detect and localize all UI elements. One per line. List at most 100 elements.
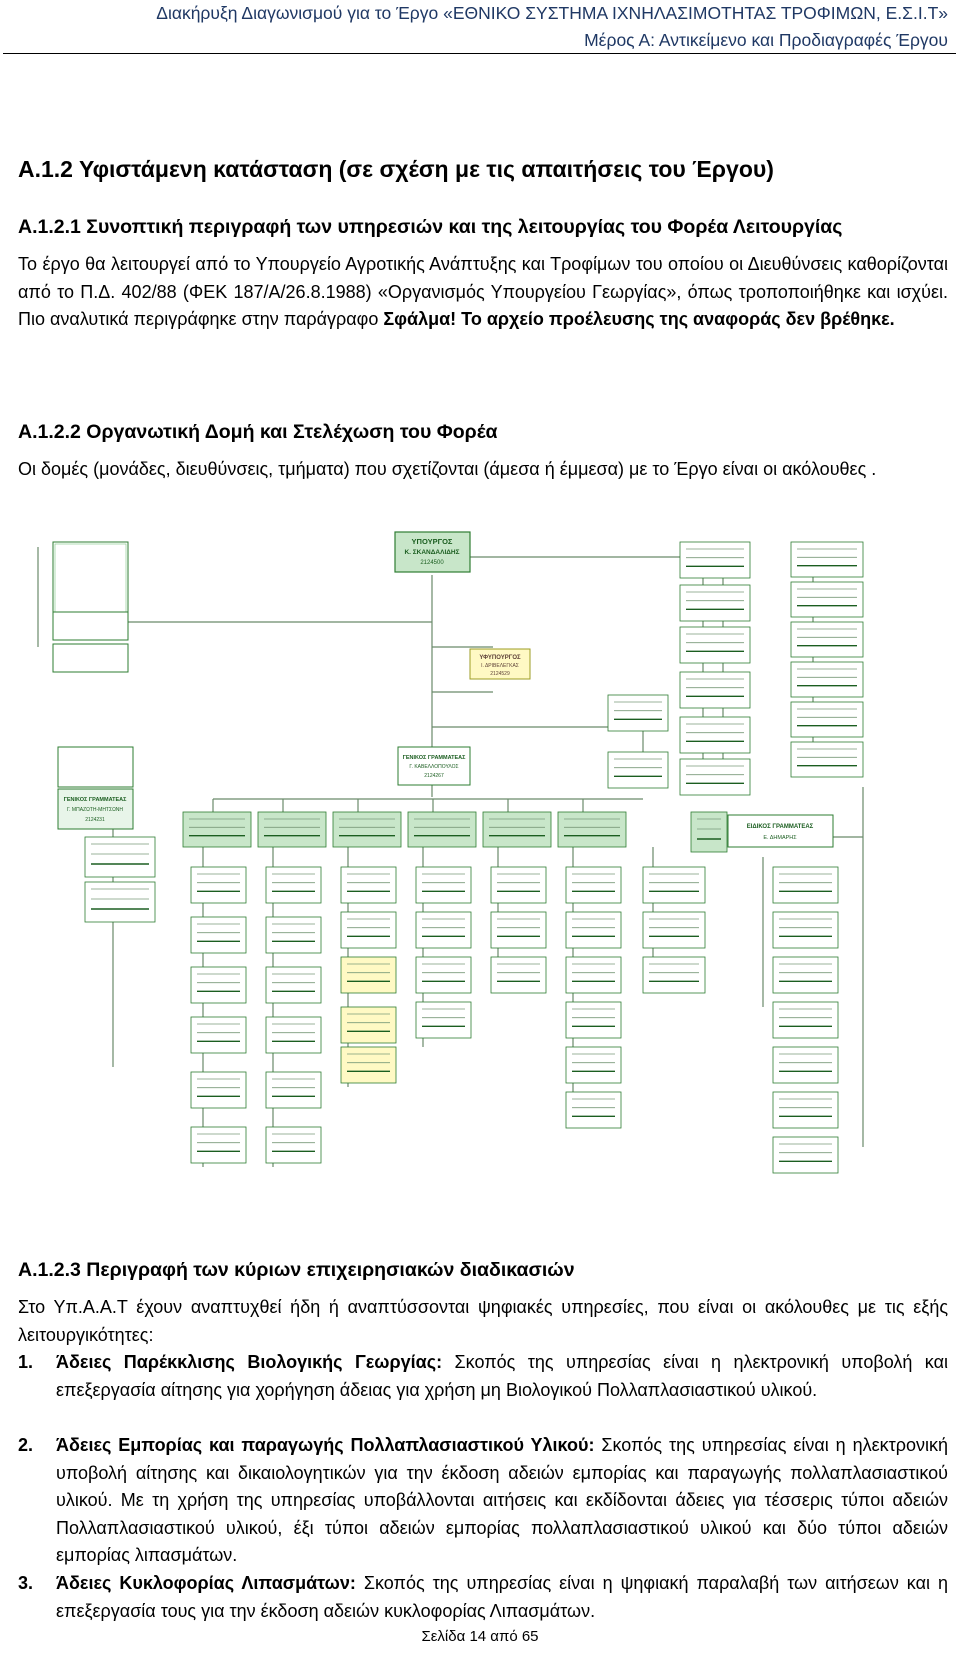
document-header-subtitle: Μέρος Α: Αντικείμενο και Προδιαγραφές Έρ… [584, 30, 948, 50]
org-box-general-directorate-5 [557, 811, 627, 848]
org-box-directorate-3-3 [415, 1001, 472, 1039]
org-box-directorate-5-2 [565, 956, 622, 994]
org-box-general-directorate-0 [182, 811, 252, 848]
org-box-directorate-right-0 [790, 541, 864, 578]
org-box-directorate-5-0 [565, 866, 622, 904]
org-box-office-center-1 [607, 751, 669, 789]
org-box-office-left-1 [52, 541, 129, 623]
org-box-special-directorate-b-5 [772, 1091, 839, 1129]
list-item: 3. Άδειες Κυκλοφορίας Λιπασμάτων: Σκοπός… [18, 1570, 948, 1625]
org-box-office-right-3 [679, 671, 751, 709]
reference-error-text: Σφάλμα! Το αρχείο προέλευσης της αναφορά… [383, 309, 895, 330]
org-box-directorate-1-3 [265, 1016, 322, 1054]
section-a122-paragraph: Οι δομές (μονάδες, διευθύνσεις, τμήματα)… [18, 459, 877, 479]
header-divider [3, 53, 956, 54]
org-box-directorate-0-1 [190, 916, 247, 954]
org-box-office-right-4 [679, 716, 751, 754]
org-department-boxes [84, 541, 864, 1174]
org-box-minister: ΥΠΟΥΡΓΟΣ Κ. ΣΚΑΝΔΑΛΙΔΗΣ 2124500 [394, 531, 471, 573]
section-a121-paragraph: Το έργο θα λειτουργεί από το Υπουργείο Α… [18, 251, 948, 334]
org-box-directorate-2-2 [340, 956, 397, 994]
deputy-name: Ι. ΔΡΙΒΕΛΕΓΚΑΣ [481, 663, 519, 669]
special-sec-title: ΕΙΔΙΚΟΣ ΓΡΑΜΜΑΤΕΑΣ [747, 824, 814, 830]
org-box-directorate-1-2 [265, 966, 322, 1004]
org-box-special-secretary: ΕΙΔΙΚΟΣ ΓΡΑΜΜΑΤΕΑΣ Ε. ΔΗΜΑΡΗΣ [727, 814, 834, 848]
org-box-directorate-0-0 [190, 866, 247, 904]
org-box-directorate-4-2 [490, 956, 547, 994]
deputy-title: ΥΦΥΠΟΥΡΓΟΣ [479, 655, 521, 661]
list-item: 1. Άδειες Παρέκκλισης Βιολογικής Γεωργία… [18, 1349, 948, 1404]
org-box-directorate-0-2 [190, 966, 247, 1004]
sec-agri-title: ΓΕΝΙΚΟΣ ΓΡΑΜΜΑΤΕΑΣ [64, 797, 128, 803]
org-box-directorate-5-1 [565, 911, 622, 949]
org-box-directorate-5-3 [565, 1001, 622, 1039]
org-box-office-center-0 [607, 694, 669, 732]
org-box-directorate-1-5 [265, 1126, 322, 1164]
org-box-general-directorate-4 [482, 811, 552, 848]
org-box-directorate-1-0 [265, 866, 322, 904]
org-box-office-right-0 [679, 541, 751, 579]
org-box-special-directorate-b-1 [772, 911, 839, 949]
list-item-number: 2. [18, 1435, 34, 1455]
org-box-directorate-3-0 [415, 866, 472, 904]
org-box-directorate-4-0 [490, 866, 547, 904]
org-box-directorate-right-5 [790, 741, 864, 778]
org-box-directorate-3-1 [415, 911, 472, 949]
org-box-office-right-5 [679, 758, 751, 796]
org-box-special-directorate-b-2 [772, 956, 839, 994]
org-chart-diagram: ΥΠΟΥΡΓΟΣ Κ. ΣΚΑΝΔΑΛΙΔΗΣ 2124500 ΥΦΥΠΟΥΡΓ… [37, 531, 864, 1174]
org-box-directorate-right-1 [790, 581, 864, 618]
deputy-phone: 2124529 [490, 671, 510, 677]
list-item-number: 1. [18, 1352, 34, 1372]
org-box-directorate-right-3 [790, 661, 864, 698]
page-number: Σελίδα 14 από 65 [421, 1628, 539, 1645]
org-box-office-left-2 [52, 611, 129, 641]
org-box-directorate-right-2 [790, 621, 864, 658]
document-header-title: Διακήρυξη Διαγωνισμού για το Έργο «ΕΘΝΙΚ… [156, 3, 948, 23]
org-box-directorate-0-3 [190, 1016, 247, 1054]
org-box-directorate-2-1 [340, 911, 397, 949]
org-box-special-directorate-a-2 [642, 956, 706, 994]
section-a121-text: Το έργο θα λειτουργεί από το Υπουργείο Α… [18, 254, 948, 330]
org-box-directorate-0-4 [190, 1071, 247, 1109]
org-box-directorate-1-4 [265, 1071, 322, 1109]
org-box-special-directorate-b-0 [772, 866, 839, 904]
section-a121-heading: Α.1.2.1 Συνοπτική περιγραφή των υπηρεσιώ… [18, 216, 843, 238]
org-box-directorate-5-5 [565, 1091, 622, 1129]
list-item-title: Άδειες Παρέκκλισης Βιολογικής Γεωργίας: [56, 1352, 443, 1372]
list-item-text: Σκοπός της υπηρεσίας είναι η ηλεκτρονική… [56, 1352, 948, 1400]
org-box-special-directorate-b-4 [772, 1046, 839, 1084]
org-box-directorate-1-1 [265, 916, 322, 954]
org-box-agri-general-secretariat: ΓΕΝΙΚΟΣ ΓΡΑΜΜΑΤΕΑΣ Γ. ΜΠΑΖΩΤΗ-ΜΗΤΣΩΝΗ 21… [57, 746, 134, 830]
org-box-agri-directorate-1 [84, 881, 156, 923]
minister-name: Κ. ΣΚΑΝΔΑΛΙΔΗΣ [404, 549, 459, 556]
list-item-title: Άδειες Εμπορίας και παραγωγής Πολλαπλασι… [56, 1435, 595, 1455]
org-box-directorate-2-3 [340, 1006, 397, 1044]
section-a12-heading: Α.1.2 Υφιστάμενη κατάσταση (σε σχέση με … [18, 156, 774, 182]
org-box-general-directorate-2 [332, 811, 402, 848]
org-box-deputy-minister: ΥΦΥΠΟΥΡΓΟΣ Ι. ΔΡΙΒΕΛΕΓΚΑΣ 2124529 [469, 648, 531, 680]
list-item: 2. Άδειες Εμπορίας και παραγωγής Πολλαπλ… [18, 1432, 948, 1570]
list-item-title: Άδειες Κυκλοφορίας Λιπασμάτων: [56, 1573, 356, 1593]
org-box-general-directorate-3 [407, 811, 477, 848]
list-item-text: Σκοπός της υπηρεσίας είναι η ψηφιακή παρ… [56, 1573, 948, 1621]
org-box-office-right-2 [679, 626, 751, 664]
sec-general-title: ΓΕΝΙΚΟΣ ΓΡΑΜΜΑΤΕΑΣ [403, 755, 467, 761]
sec-general-name: Γ. ΚΑΒΕΛΛΟΠΟΥΛΟΣ [409, 764, 458, 770]
list-item-number: 3. [18, 1573, 34, 1593]
org-box-special-directorate-b-3 [772, 1001, 839, 1039]
org-box-office-left-3 [52, 643, 129, 673]
org-box-directorate-0-5 [190, 1126, 247, 1164]
org-box-directorate-5-4 [565, 1046, 622, 1084]
org-box-special-directorate-b-6 [772, 1136, 839, 1174]
special-sec-name: Ε. ΔΗΜΑΡΗΣ [763, 835, 797, 841]
org-box-special-directorate-a-1 [642, 911, 706, 949]
org-box-special-directorate-a-0 [642, 866, 706, 904]
minister-phone: 2124500 [420, 560, 444, 566]
section-a122-heading: Α.1.2.2 Οργανωτική Δομή και Στελέχωση το… [18, 421, 498, 443]
org-box-general-directorate-1 [257, 811, 327, 848]
org-box-directorate-4-1 [490, 911, 547, 949]
org-box-office-right-1 [679, 584, 751, 622]
sec-general-phone: 2124267 [424, 773, 444, 779]
minister-title: ΥΠΟΥΡΓΟΣ [412, 537, 453, 546]
